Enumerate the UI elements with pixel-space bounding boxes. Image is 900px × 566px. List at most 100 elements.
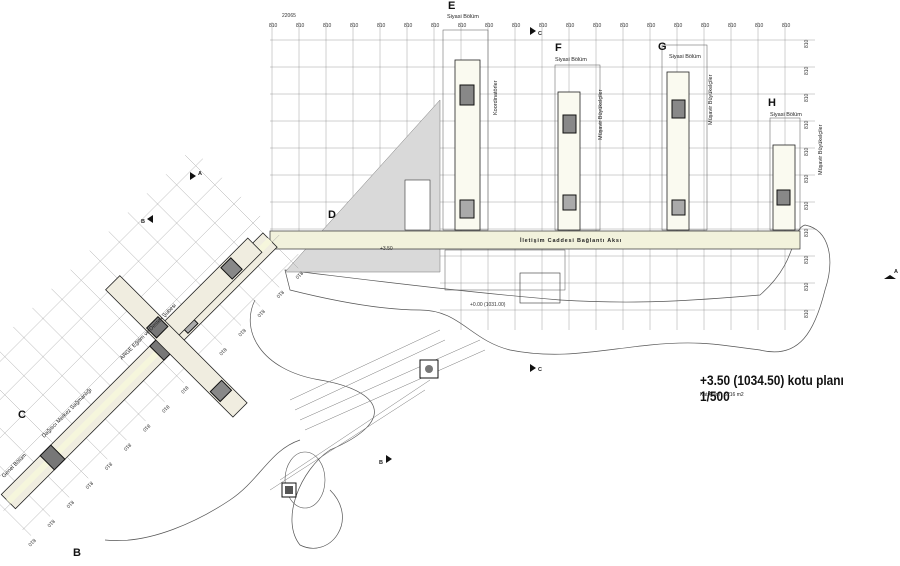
west-grid-line <box>70 269 184 383</box>
grid-dimension: 810 <box>217 346 227 356</box>
west-grid-line <box>22 254 299 531</box>
stair-core <box>404 179 431 231</box>
section-f: F <box>555 42 562 54</box>
grid-dimension: 810 <box>804 228 810 237</box>
block-f-label: Siyasi Bölüm <box>555 57 587 63</box>
total-dimension: 22065 <box>282 13 296 19</box>
grid-dimension: 810 <box>294 270 304 280</box>
grid-dimension: 810 <box>620 23 629 29</box>
west-grid-line <box>32 307 146 422</box>
grid-dimension: 810 <box>141 422 151 432</box>
section-c-left: C <box>18 409 26 421</box>
svg-text:B: B <box>141 219 145 225</box>
west-wing-arm <box>162 237 263 338</box>
west-grid-line <box>0 196 242 473</box>
west-wing: 810 810 810 810 810 810 810 810 810 810 810 810 810 8… <box>0 155 304 547</box>
atrium-void-d <box>284 99 441 273</box>
grid-dimension: 810 <box>103 461 113 471</box>
section-marker-b-top: B <box>141 215 153 225</box>
svg-text:C: C <box>538 367 542 373</box>
grid-dimension: 810 <box>377 23 386 29</box>
grid-dimension: 810 <box>804 282 810 291</box>
grid-dimension: 810 <box>122 442 132 452</box>
grid-dimension: 810 <box>539 23 548 29</box>
grid-dimension: 810 <box>782 23 791 29</box>
grid-dimension: 810 <box>179 384 189 394</box>
block-e <box>442 29 489 231</box>
west-grid-line <box>0 384 70 498</box>
section-e: E <box>448 0 455 12</box>
grid-dimension: 810 <box>512 23 521 29</box>
grid-dimension: 810 <box>804 66 810 75</box>
grid-dimension: 810 <box>728 23 737 29</box>
pavilion-north <box>419 359 439 379</box>
west-wing-grid: 810 810 810 810 810 810 810 810 810 810 810 810 810 8… <box>0 155 304 547</box>
west-grid-line <box>0 177 223 454</box>
section-marker-a-left: A <box>190 171 202 180</box>
block-f <box>554 64 601 231</box>
section-d: D <box>328 209 336 221</box>
svg-text:B: B <box>379 460 383 466</box>
west-grid-line <box>108 231 223 345</box>
plaza-level: +0.00 (1031.00) <box>470 302 506 308</box>
grid-dimension: 810 <box>269 23 278 29</box>
grid-dimension: 810 <box>804 147 810 156</box>
section-h: H <box>768 97 776 109</box>
block-h-label: Siyasi Bölüm <box>770 112 802 118</box>
grid-dimension: 810 <box>45 518 55 528</box>
svg-text:C: C <box>538 31 542 37</box>
west-wing-south <box>105 275 248 418</box>
lower-frame <box>444 249 566 291</box>
west-grid-line <box>146 193 261 307</box>
section-marker-c-bottom: C <box>530 364 542 373</box>
section-g: G <box>658 41 667 53</box>
grid-dimension: 810 <box>804 309 810 318</box>
approach-roads <box>269 329 486 491</box>
west-grid-line <box>0 403 51 517</box>
corridor-label: İletişim Caddesi Bağlantı Aksı <box>520 237 622 244</box>
grid-dimension: 810 <box>84 480 94 490</box>
west-grid-line <box>51 288 165 403</box>
west-grid-line <box>0 422 32 536</box>
grid-dimension: 810 <box>458 23 467 29</box>
grid-dimension: 810 <box>404 23 413 29</box>
section-marker-a-right: A <box>884 269 898 279</box>
grid-dimension: 810 <box>431 23 440 29</box>
west-grid-line <box>0 345 108 460</box>
block-g <box>661 44 708 231</box>
grid-dimension: 810 <box>296 23 305 29</box>
koordinatorler-label: Koordinatörler <box>493 80 499 115</box>
grid-dimension: 810 <box>804 255 810 264</box>
grid-dimension: 810 <box>26 537 36 547</box>
floor-area: Kat Alanı : 5216 m2 <box>700 392 744 398</box>
grid-dimension: 810 <box>804 120 810 129</box>
service-box <box>519 272 561 304</box>
block-h <box>769 117 801 231</box>
grid-dimension: 810 <box>236 327 246 337</box>
grid-dimension: 810 <box>65 499 75 509</box>
grid-dimension: 810 <box>275 289 285 299</box>
west-grid-line <box>185 155 299 269</box>
west-grid-line <box>13 326 127 441</box>
west-grid-line <box>0 158 203 435</box>
site-boundary <box>284 224 831 355</box>
grid-dimension: 810 <box>350 23 359 29</box>
grid-dimension: 810 <box>323 23 332 29</box>
grid-dimension: 810 <box>255 308 265 318</box>
west-grid-line <box>0 215 261 492</box>
musavir-label-h: Müşavir Büyükelçiler <box>818 124 824 175</box>
grid-dimension: 810 <box>755 23 764 29</box>
section-marker-a-left-text: A <box>198 171 202 177</box>
grid-dimension: 810 <box>804 39 810 48</box>
grid-dimension: 810 <box>160 403 170 413</box>
block-g-label: Siyasi Bölüm <box>669 54 701 60</box>
west-grid-line <box>0 365 89 479</box>
svg-text:A: A <box>894 269 898 275</box>
section-b-left: B <box>73 547 81 559</box>
site-boundary-south <box>250 299 375 549</box>
musavir-label-f: Müşavir Büyükelçiler <box>598 89 604 140</box>
grid-dimension: 810 <box>647 23 656 29</box>
grid-dimension: 810 <box>804 174 810 183</box>
section-marker-c-top: C <box>530 27 542 37</box>
